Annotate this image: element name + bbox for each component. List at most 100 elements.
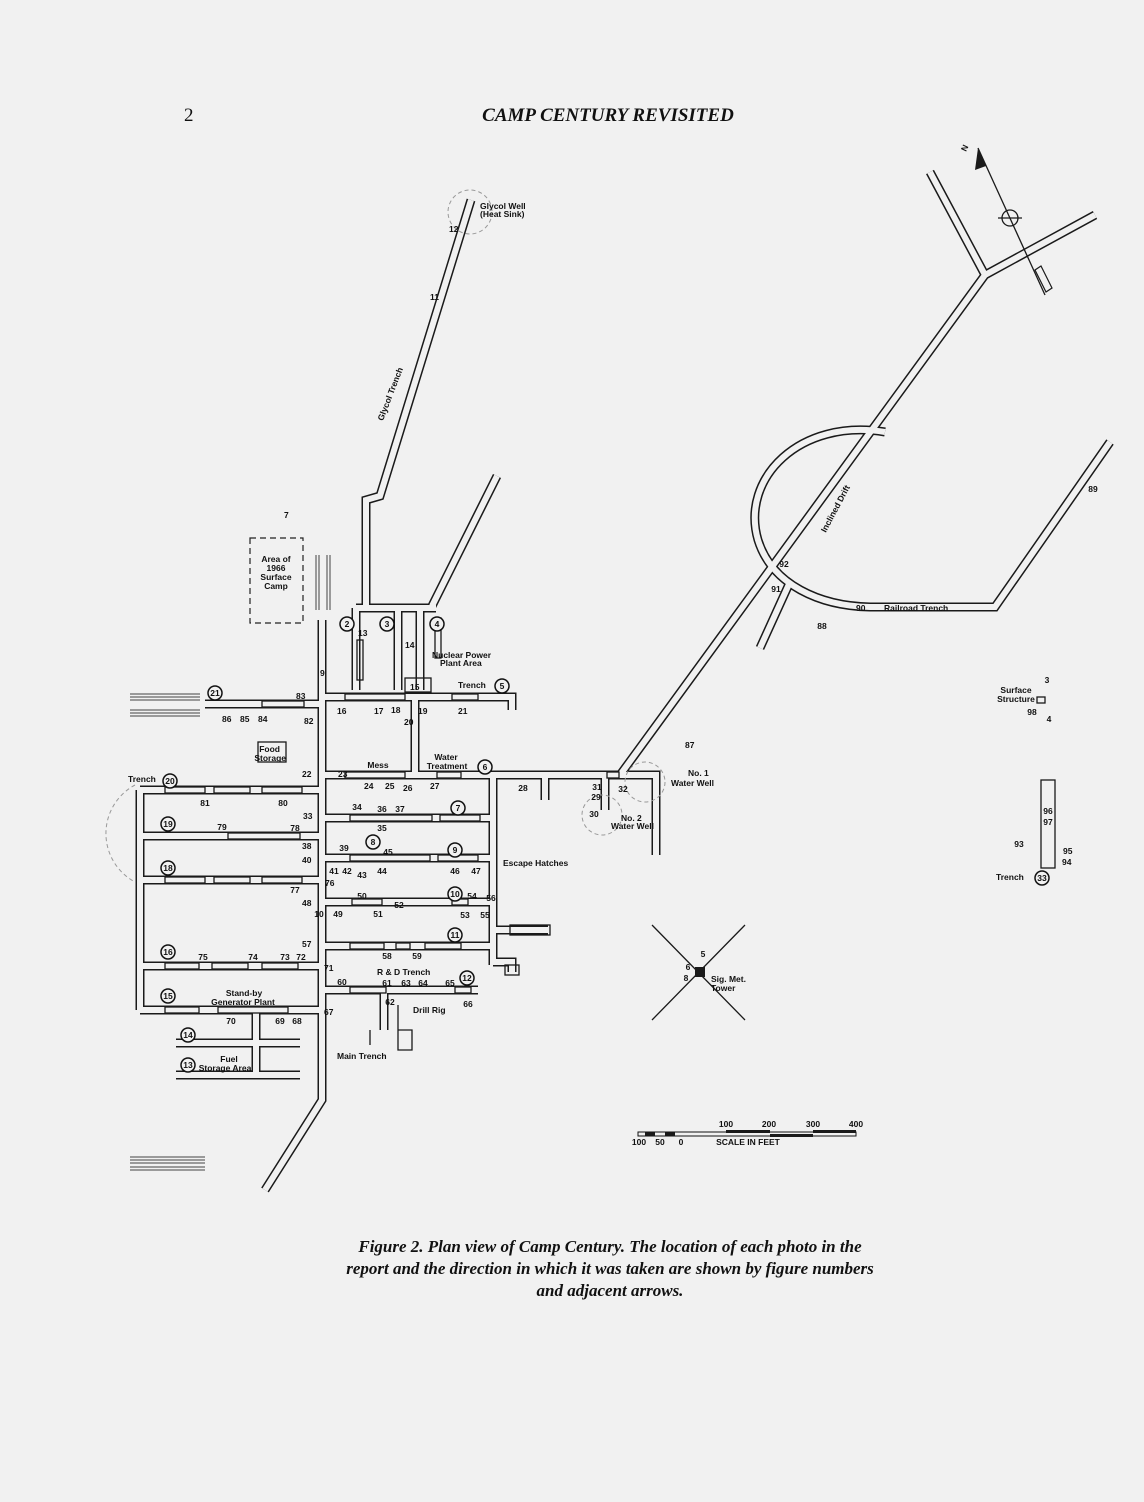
circled-area-number: 2 bbox=[345, 619, 350, 629]
photo-area-marker-circle bbox=[450, 800, 466, 816]
photo-area-marker-circle bbox=[162, 773, 178, 789]
map-label: 22 bbox=[302, 769, 312, 779]
map-label: 68 bbox=[292, 1016, 302, 1026]
map-label: 60 bbox=[337, 977, 347, 987]
map-label: 88 bbox=[817, 621, 827, 631]
map-label: 80 bbox=[278, 798, 288, 808]
map-label: 45 bbox=[383, 847, 393, 857]
map-label: 58 bbox=[382, 951, 392, 961]
map-label: 40 bbox=[302, 855, 312, 865]
map-label: 14 bbox=[405, 640, 415, 650]
map-label: 84 bbox=[258, 714, 268, 724]
map-label: Surface bbox=[1000, 685, 1031, 695]
map-label: 43 bbox=[357, 870, 367, 880]
scale-bar: 100 200 300 400 100 50 0 SCALE IN FEET bbox=[632, 1119, 863, 1147]
map-label: 27 bbox=[430, 781, 440, 791]
map-label: 89 bbox=[1088, 484, 1098, 494]
photo-area-marker-circle bbox=[180, 1027, 196, 1043]
map-label: Water Well bbox=[671, 778, 714, 788]
map-label: 85 bbox=[240, 714, 250, 724]
map-label: Water Well bbox=[611, 821, 654, 831]
map-label: 9 bbox=[320, 668, 325, 678]
photo-area-marker-circle bbox=[447, 842, 463, 858]
photo-area-marker-circle bbox=[365, 834, 381, 850]
map-label: 72 bbox=[296, 952, 306, 962]
photo-area-marker-circle bbox=[494, 678, 510, 694]
map-label: 37 bbox=[395, 804, 405, 814]
map-label: 71 bbox=[324, 963, 334, 973]
map-label: 24 bbox=[364, 781, 374, 791]
map-label: 8 bbox=[684, 973, 689, 983]
circled-area-number: 10 bbox=[450, 889, 460, 899]
map-label: 67 bbox=[324, 1007, 334, 1017]
circled-area-number: 14 bbox=[183, 1030, 193, 1040]
map-label: 79 bbox=[217, 822, 227, 832]
map-label: 83 bbox=[296, 691, 306, 701]
caption-line: Figure 2. Plan view of Camp Century. The… bbox=[358, 1237, 862, 1256]
map-label: 38 bbox=[302, 841, 312, 851]
map-label: Drill Rig bbox=[413, 1005, 446, 1015]
map-label: 86 bbox=[222, 714, 232, 724]
photo-area-marker-circle bbox=[160, 988, 176, 1004]
map-label: Trench bbox=[996, 872, 1024, 882]
scale-tick: 100 bbox=[632, 1137, 646, 1147]
circled-area-number: 9 bbox=[453, 845, 458, 855]
circled-area-number: 8 bbox=[371, 837, 376, 847]
map-label: 76 bbox=[325, 878, 335, 888]
map-label: 96 bbox=[1043, 806, 1053, 816]
map-label: 73 bbox=[280, 952, 290, 962]
map-label: 75 bbox=[198, 952, 208, 962]
map-label: 25 bbox=[385, 781, 395, 791]
map-label: 55 bbox=[480, 910, 490, 920]
photo-area-marker-circle bbox=[429, 616, 445, 632]
map-label: Escape Hatches bbox=[503, 858, 568, 868]
left-radius-arc bbox=[105, 784, 136, 883]
map-label: Main Trench bbox=[337, 1051, 387, 1061]
map-label: 34 bbox=[352, 802, 362, 812]
circled-area-number: 4 bbox=[435, 619, 440, 629]
page-number: 2 bbox=[184, 105, 194, 126]
map-label: Tower bbox=[711, 983, 736, 993]
map-label: 1966 bbox=[267, 563, 286, 573]
map-label: 19 bbox=[418, 706, 428, 716]
map-label: 87 bbox=[685, 740, 695, 750]
map-label: 16 bbox=[337, 706, 347, 716]
scale-tick: 0 bbox=[679, 1137, 684, 1147]
photo-area-marker-circle bbox=[180, 1057, 196, 1073]
map-label: 62 bbox=[385, 997, 395, 1007]
scale-tick: 200 bbox=[762, 1119, 776, 1129]
photo-area-marker-circle bbox=[447, 886, 463, 902]
map-label: 77 bbox=[290, 885, 300, 895]
north-label: N bbox=[959, 143, 971, 153]
map-label: 69 bbox=[275, 1016, 285, 1026]
map-label: 61 bbox=[382, 978, 392, 988]
water-well-2-radius bbox=[581, 794, 623, 836]
dashed-outlines bbox=[105, 189, 666, 883]
map-label: 56 bbox=[486, 893, 496, 903]
photo-area-marker-circle bbox=[459, 970, 475, 986]
photo-area-marker-circle bbox=[160, 816, 176, 832]
map-label: Railroad Trench bbox=[884, 603, 948, 613]
map-label: 82 bbox=[304, 716, 314, 726]
map-label: R & D Trench bbox=[377, 967, 430, 977]
map-label: Water bbox=[434, 752, 458, 762]
map-label: 44 bbox=[377, 866, 387, 876]
map-label: 47 bbox=[471, 866, 481, 876]
map-label: 33 bbox=[303, 811, 313, 821]
map-label: Area of bbox=[261, 554, 290, 564]
caption-line: report and the direction in which it was… bbox=[346, 1259, 874, 1278]
map-label: No. 1 bbox=[688, 768, 709, 778]
map-label: 17 bbox=[374, 706, 384, 716]
map-label: Storage Area bbox=[199, 1063, 252, 1073]
map-label: 18 bbox=[391, 705, 401, 715]
area-1966-surface-camp-outline bbox=[249, 537, 304, 624]
scale-tick: 50 bbox=[655, 1137, 665, 1147]
map-label: 50 bbox=[357, 891, 367, 901]
photo-area-marker-circle bbox=[339, 616, 355, 632]
map-label: 35 bbox=[377, 823, 387, 833]
map-label: 11 bbox=[430, 292, 439, 302]
map-label: Trench bbox=[458, 680, 486, 690]
map-label: 28 bbox=[518, 783, 528, 793]
map-label: 97 bbox=[1043, 817, 1053, 827]
